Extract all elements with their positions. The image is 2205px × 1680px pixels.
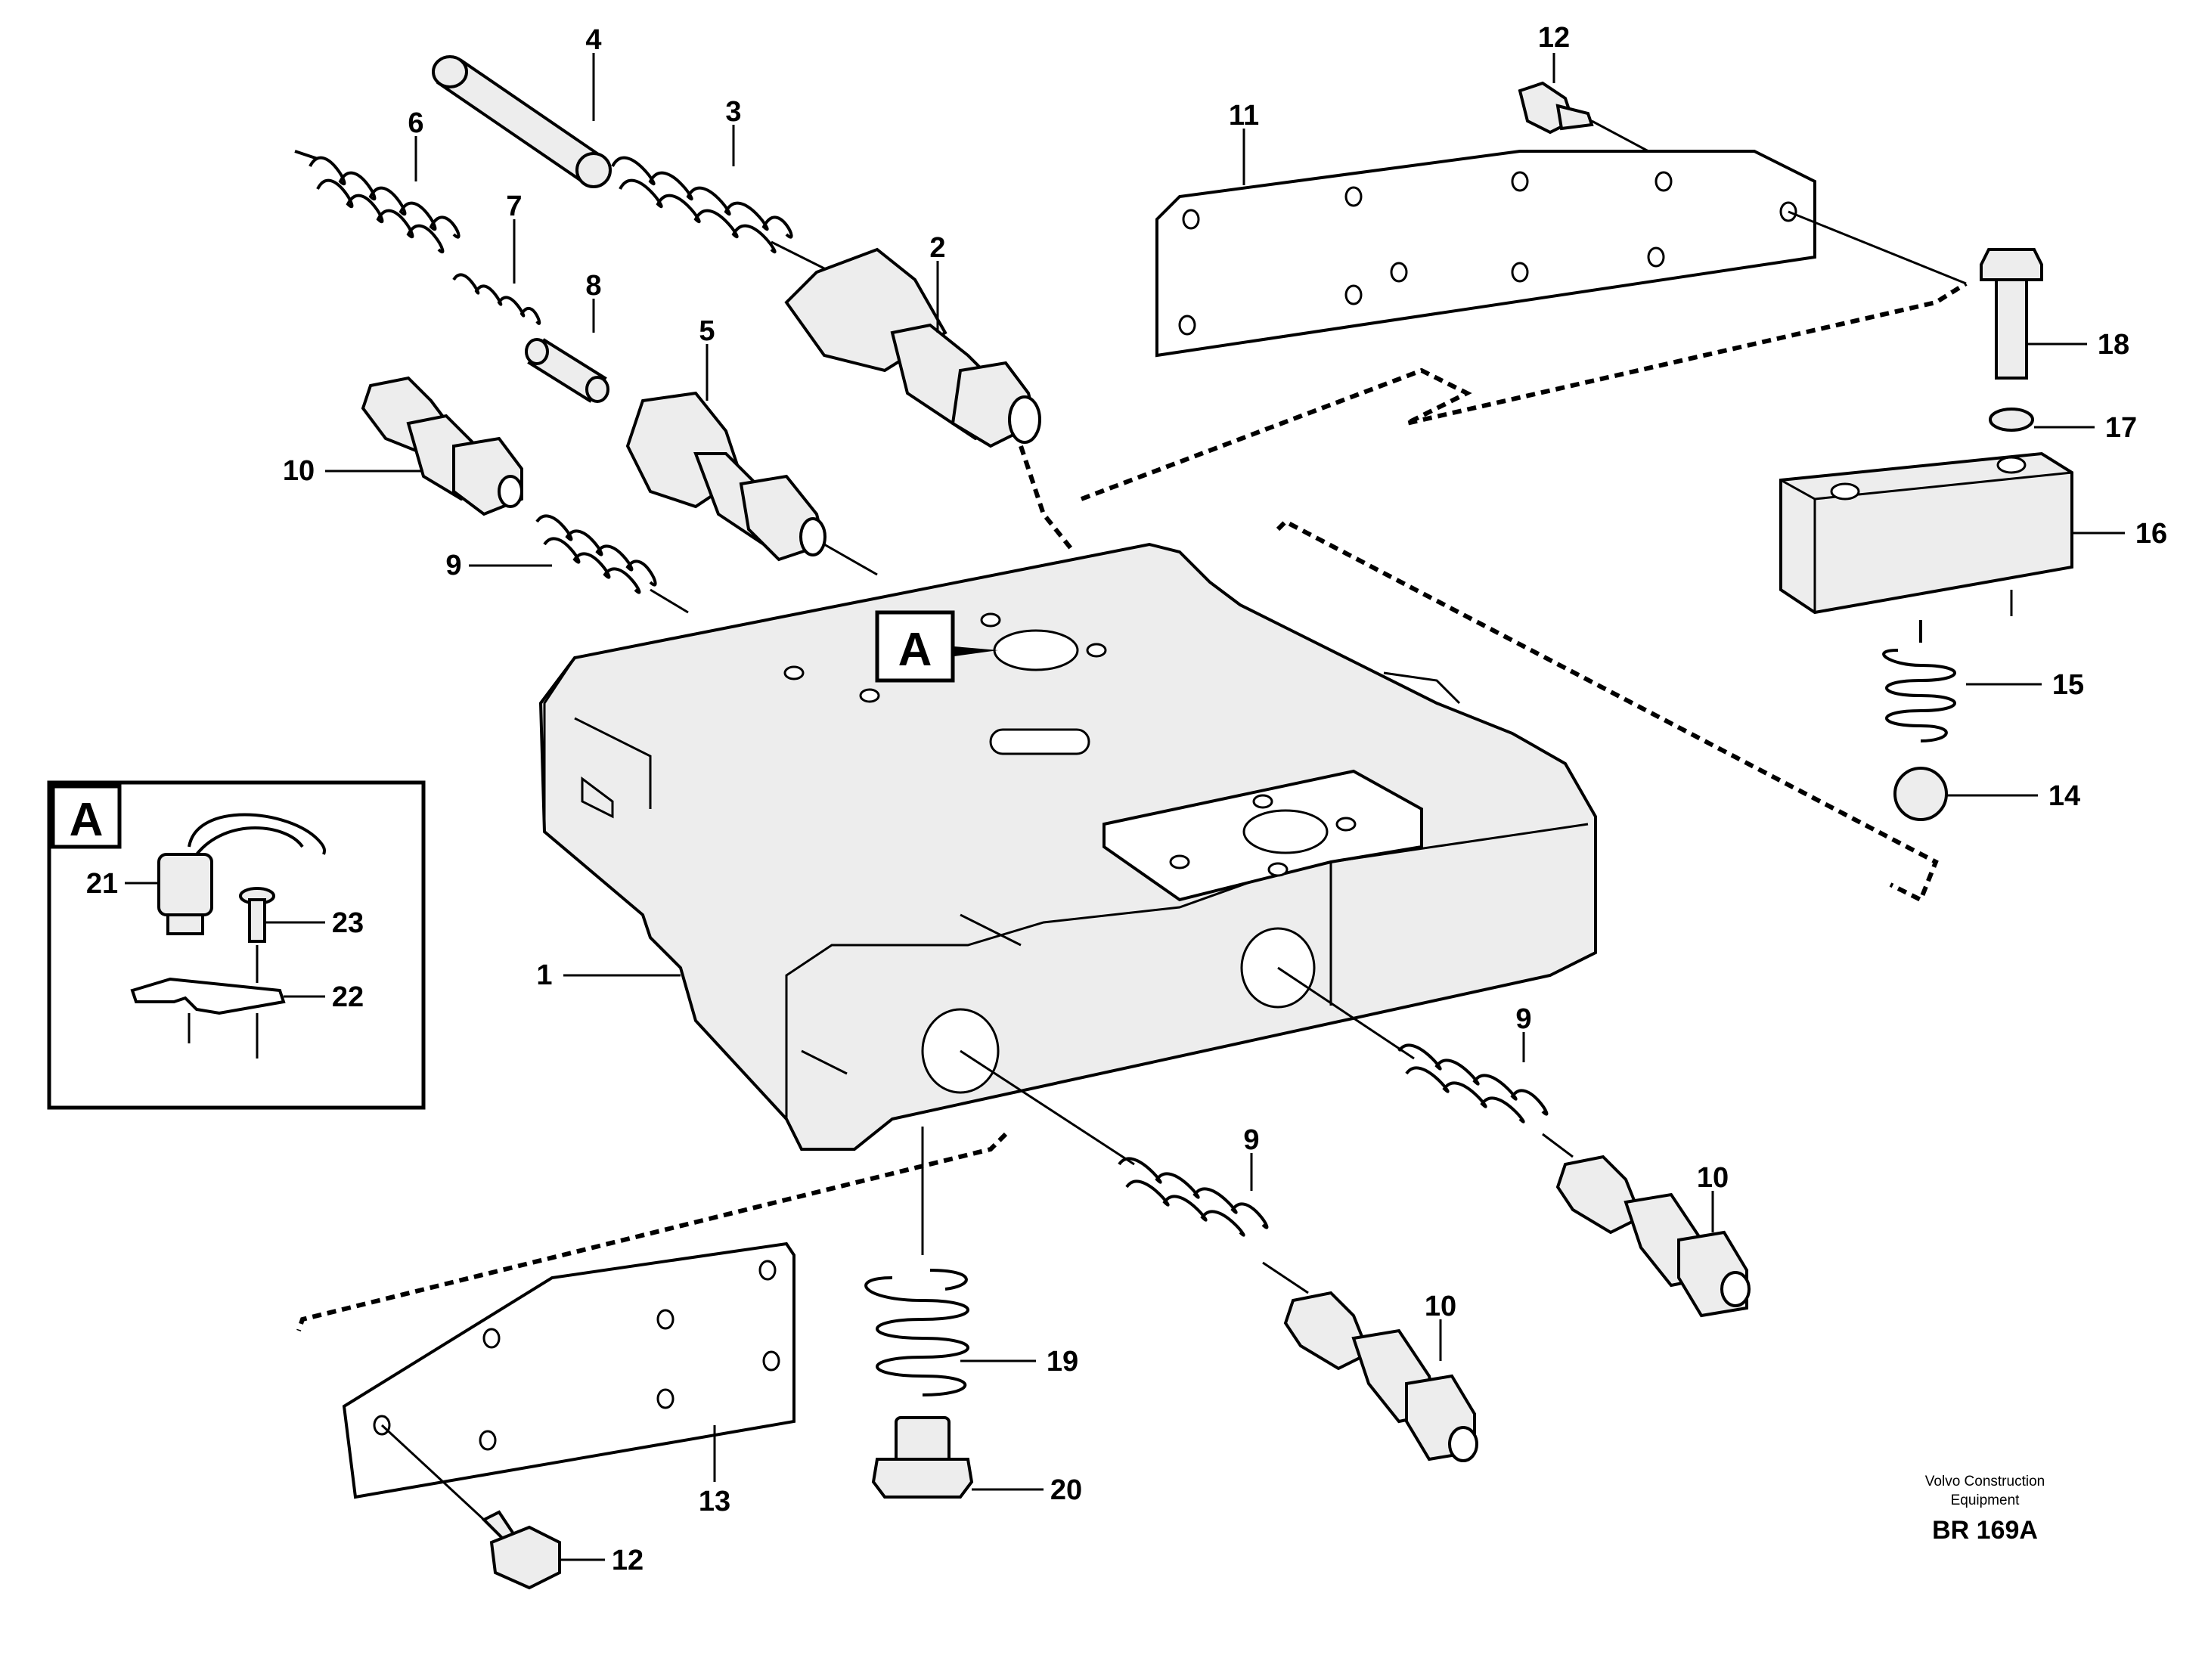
bracket-part-22 xyxy=(130,945,325,1059)
view-marker-a: A xyxy=(875,610,998,683)
callout-23: 23 xyxy=(332,907,364,939)
callout-15: 15 xyxy=(2052,669,2084,701)
valve-body-part-1 xyxy=(538,542,1597,1151)
svg-text:A: A xyxy=(70,794,104,846)
spool-part-5 xyxy=(625,344,878,576)
callout-17: 17 xyxy=(2105,412,2137,444)
spring-part-9a xyxy=(469,514,689,614)
callout-2: 2 xyxy=(929,232,945,264)
callout-4: 4 xyxy=(585,24,601,56)
callout-13: 13 xyxy=(699,1486,730,1517)
detail-inset-a: A xyxy=(47,780,426,1110)
callout-10-right: 10 xyxy=(1697,1162,1729,1194)
spring-part-15 xyxy=(1882,620,2042,742)
callout-9-upper: 9 xyxy=(445,550,461,581)
spring-part-19 xyxy=(864,1127,1036,1396)
callout-18: 18 xyxy=(2098,329,2129,361)
bolt-part-18 xyxy=(1980,248,2087,380)
spring-part-7 xyxy=(452,219,541,325)
svg-text:A: A xyxy=(898,624,932,676)
bolt-part-12b xyxy=(481,1510,605,1590)
callout-8: 8 xyxy=(585,270,601,302)
pin-part-4 xyxy=(432,53,612,188)
callout-20: 20 xyxy=(1050,1474,1082,1506)
drawing-code: BR 169A xyxy=(1932,1516,2038,1545)
pin-part-8 xyxy=(525,299,609,403)
assembly-dashed-lines xyxy=(296,281,1968,1331)
sensor-part-21 xyxy=(125,813,326,935)
part-callouts: 1 2 3 4 5 6 7 8 9 9 9 10 10 10 11 12 12 … xyxy=(86,22,2167,1576)
callout-10-upper: 10 xyxy=(283,455,315,487)
callout-16: 16 xyxy=(2135,518,2167,550)
callout-9-lower: 9 xyxy=(1243,1124,1259,1156)
callout-22: 22 xyxy=(332,981,364,1013)
spool-part-2 xyxy=(784,247,1041,448)
callout-11: 11 xyxy=(1229,100,1259,132)
callout-14: 14 xyxy=(2048,780,2080,812)
bolt-part-12a xyxy=(1518,53,1649,153)
footer-line-2: Equipment xyxy=(1951,1492,2020,1508)
spring-part-6 xyxy=(294,136,461,253)
spring-part-9b xyxy=(960,1049,1309,1294)
callout-1: 1 xyxy=(536,959,552,991)
ball-part-14 xyxy=(1893,767,2038,821)
valve-plug-part-10a xyxy=(325,376,523,516)
callout-12-top: 12 xyxy=(1538,22,1570,54)
cover-plate-part-11 xyxy=(1155,129,1967,358)
callout-5: 5 xyxy=(699,315,715,347)
callout-6: 6 xyxy=(408,107,423,139)
block-part-16 xyxy=(1779,451,2125,616)
valve-plug-part-10c xyxy=(1555,1155,1751,1318)
footer-credit: Volvo Construction Equipment BR 169A xyxy=(1925,1474,2045,1545)
valve-plug-part-10b xyxy=(1283,1291,1478,1462)
callout-12-bottom: 12 xyxy=(612,1545,644,1576)
callout-3: 3 xyxy=(725,96,741,128)
spring-part-9c xyxy=(1277,966,1574,1158)
cover-plate-part-13 xyxy=(342,1241,795,1521)
callout-9-right: 9 xyxy=(1515,1003,1531,1035)
callout-21: 21 xyxy=(86,868,118,900)
plug-part-20 xyxy=(871,1416,1044,1499)
callout-19: 19 xyxy=(1047,1346,1078,1378)
spring-part-3 xyxy=(611,125,833,274)
bolt-part-23 xyxy=(239,887,325,943)
footer-line-1: Volvo Construction xyxy=(1925,1474,2045,1489)
callout-10-lower: 10 xyxy=(1425,1291,1456,1322)
callout-7: 7 xyxy=(506,191,522,222)
washer-part-17 xyxy=(1989,408,2095,432)
